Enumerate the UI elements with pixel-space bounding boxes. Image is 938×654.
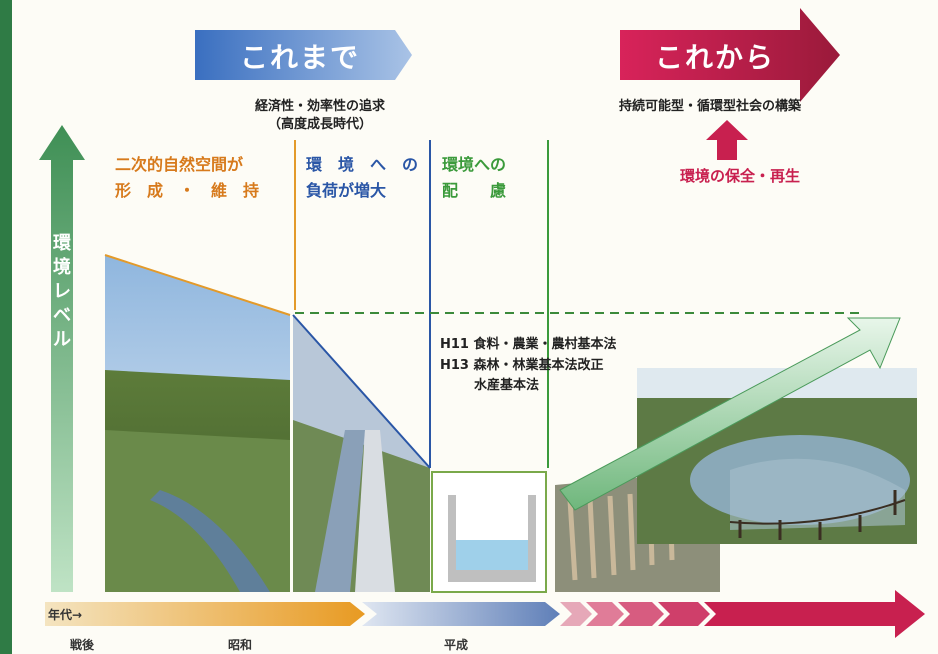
rising-pipe-arrow [559,317,901,511]
timeline-bar [45,590,925,638]
photo-rural-landscape [104,254,291,592]
stage-2-line2: 負荷が増大 [306,181,387,200]
law-fisheries: 水産基本法 [474,378,540,393]
law-h13: H13 森林・林業基本法改正 [440,358,604,373]
stage-3-line1: 環境への [442,155,507,174]
stage-1-line1: 二次的自然空間が [115,155,244,174]
y-axis-char: 境 [53,257,71,278]
era-heisei: 平成 [444,638,469,652]
era-showa: 昭和 [228,638,253,652]
channel-cross-section-diagram [431,471,547,593]
stage-1-label: 二次的自然空間が 形 成 ・ 維 持 [115,152,259,204]
y-axis-label: 環 境 レ ベ ル [50,232,74,352]
past-arrow [195,30,412,80]
future-goal: 環境の保全・再生 [679,167,800,185]
future-arrow [620,8,840,102]
y-axis-char: 環 [53,233,71,254]
timeline-label: 年代→ [48,608,83,622]
left-accent-bar [0,0,12,654]
environment-level-arrow [39,125,85,592]
y-axis-char: ル [53,329,71,350]
stage-2-line1: 環 境 へ の [306,155,419,174]
stage-1-line2: 形 成 ・ 維 持 [115,181,260,200]
past-subtitle-2: （高度成長時代） [267,117,372,132]
y-axis-char: ベ [53,305,71,326]
past-label: これまで [239,41,360,74]
law-h11: H11 食料・農業・農村基本法 [440,337,617,352]
future-label: これから [654,41,775,74]
stage-3-label: 環境への 配 慮 [442,152,506,204]
photo-concrete-channel [292,314,431,592]
era-postwar: 戦後 [70,638,95,652]
y-axis-char: レ [53,281,71,302]
stage-3-line2: 配 慮 [442,181,507,200]
stage-2-label: 環 境 へ の 負荷が増大 [306,152,418,204]
past-subtitle-1: 経済性・効率性の追求 [254,99,385,114]
future-subtitle: 持続可能型・循環型社会の構築 [618,99,801,114]
up-arrow-icon [706,120,748,160]
